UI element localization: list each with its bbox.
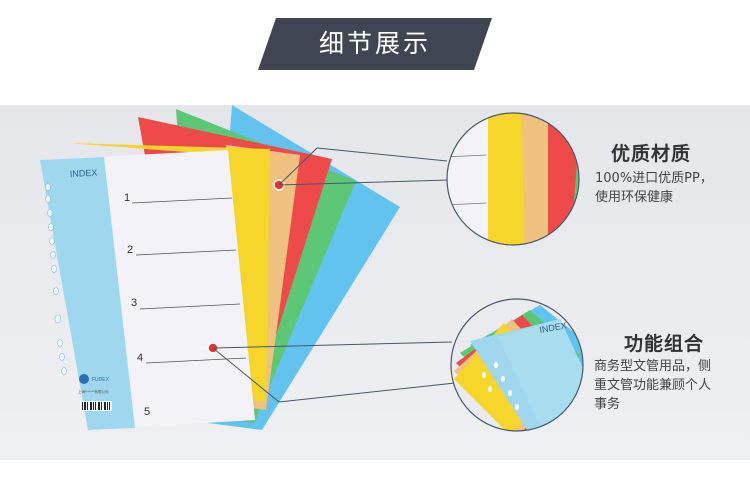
barcode-icon <box>80 401 112 411</box>
product-illustration: INDEX 1 2 3 4 5 FUDEX 上海*******有限公司 <box>0 105 750 460</box>
tab-number-2: 2 <box>127 244 133 256</box>
callout-function-title: 功能组合 <box>624 333 705 355</box>
maker-line: 上海*******有限公司 <box>78 389 109 394</box>
brand-name: FUDEX <box>92 377 110 383</box>
callout-function-desc: 商务型文管用品，侧 重文管功能兼顾个人 事务 <box>594 357 711 414</box>
tab-number-4: 4 <box>137 352 143 364</box>
banner-shape <box>258 18 492 70</box>
cover-index-label: INDEX <box>70 168 98 179</box>
banner-title: 细节展示 <box>318 29 431 58</box>
tab-number-1: 1 <box>124 192 130 204</box>
callout-material-line-2: 使用环保健康 <box>595 190 674 205</box>
brand-logo-icon <box>79 374 89 384</box>
callout-material-desc: 100%进口优质PP， 使用环保健康 <box>595 169 713 207</box>
callout-material-title: 优质材质 <box>611 143 692 165</box>
product-photo: INDEX 1 2 3 4 5 FUDEX 上海*******有限公司 <box>0 105 750 460</box>
header-banner: 细节展示 <box>258 18 492 70</box>
callout-function-line-1: 商务型文管用品，侧 <box>594 359 712 374</box>
zoom-circle-function: INDEX <box>450 298 584 432</box>
callout-function-line-3: 事务 <box>594 397 621 412</box>
punch-holes <box>45 183 67 375</box>
tab-number-3: 3 <box>131 297 137 309</box>
zoom-index-label: INDEX <box>539 320 568 335</box>
connector-lines <box>212 147 456 403</box>
callout-material-line-1: 100%进口优质PP， <box>595 171 713 186</box>
callout-function-line-2: 重文管功能兼顾个人 <box>594 378 712 393</box>
tab-number-5: 5 <box>144 406 150 418</box>
index-cover-sheet: INDEX 1 2 3 4 5 FUDEX 上海*******有限公司 <box>40 150 255 430</box>
